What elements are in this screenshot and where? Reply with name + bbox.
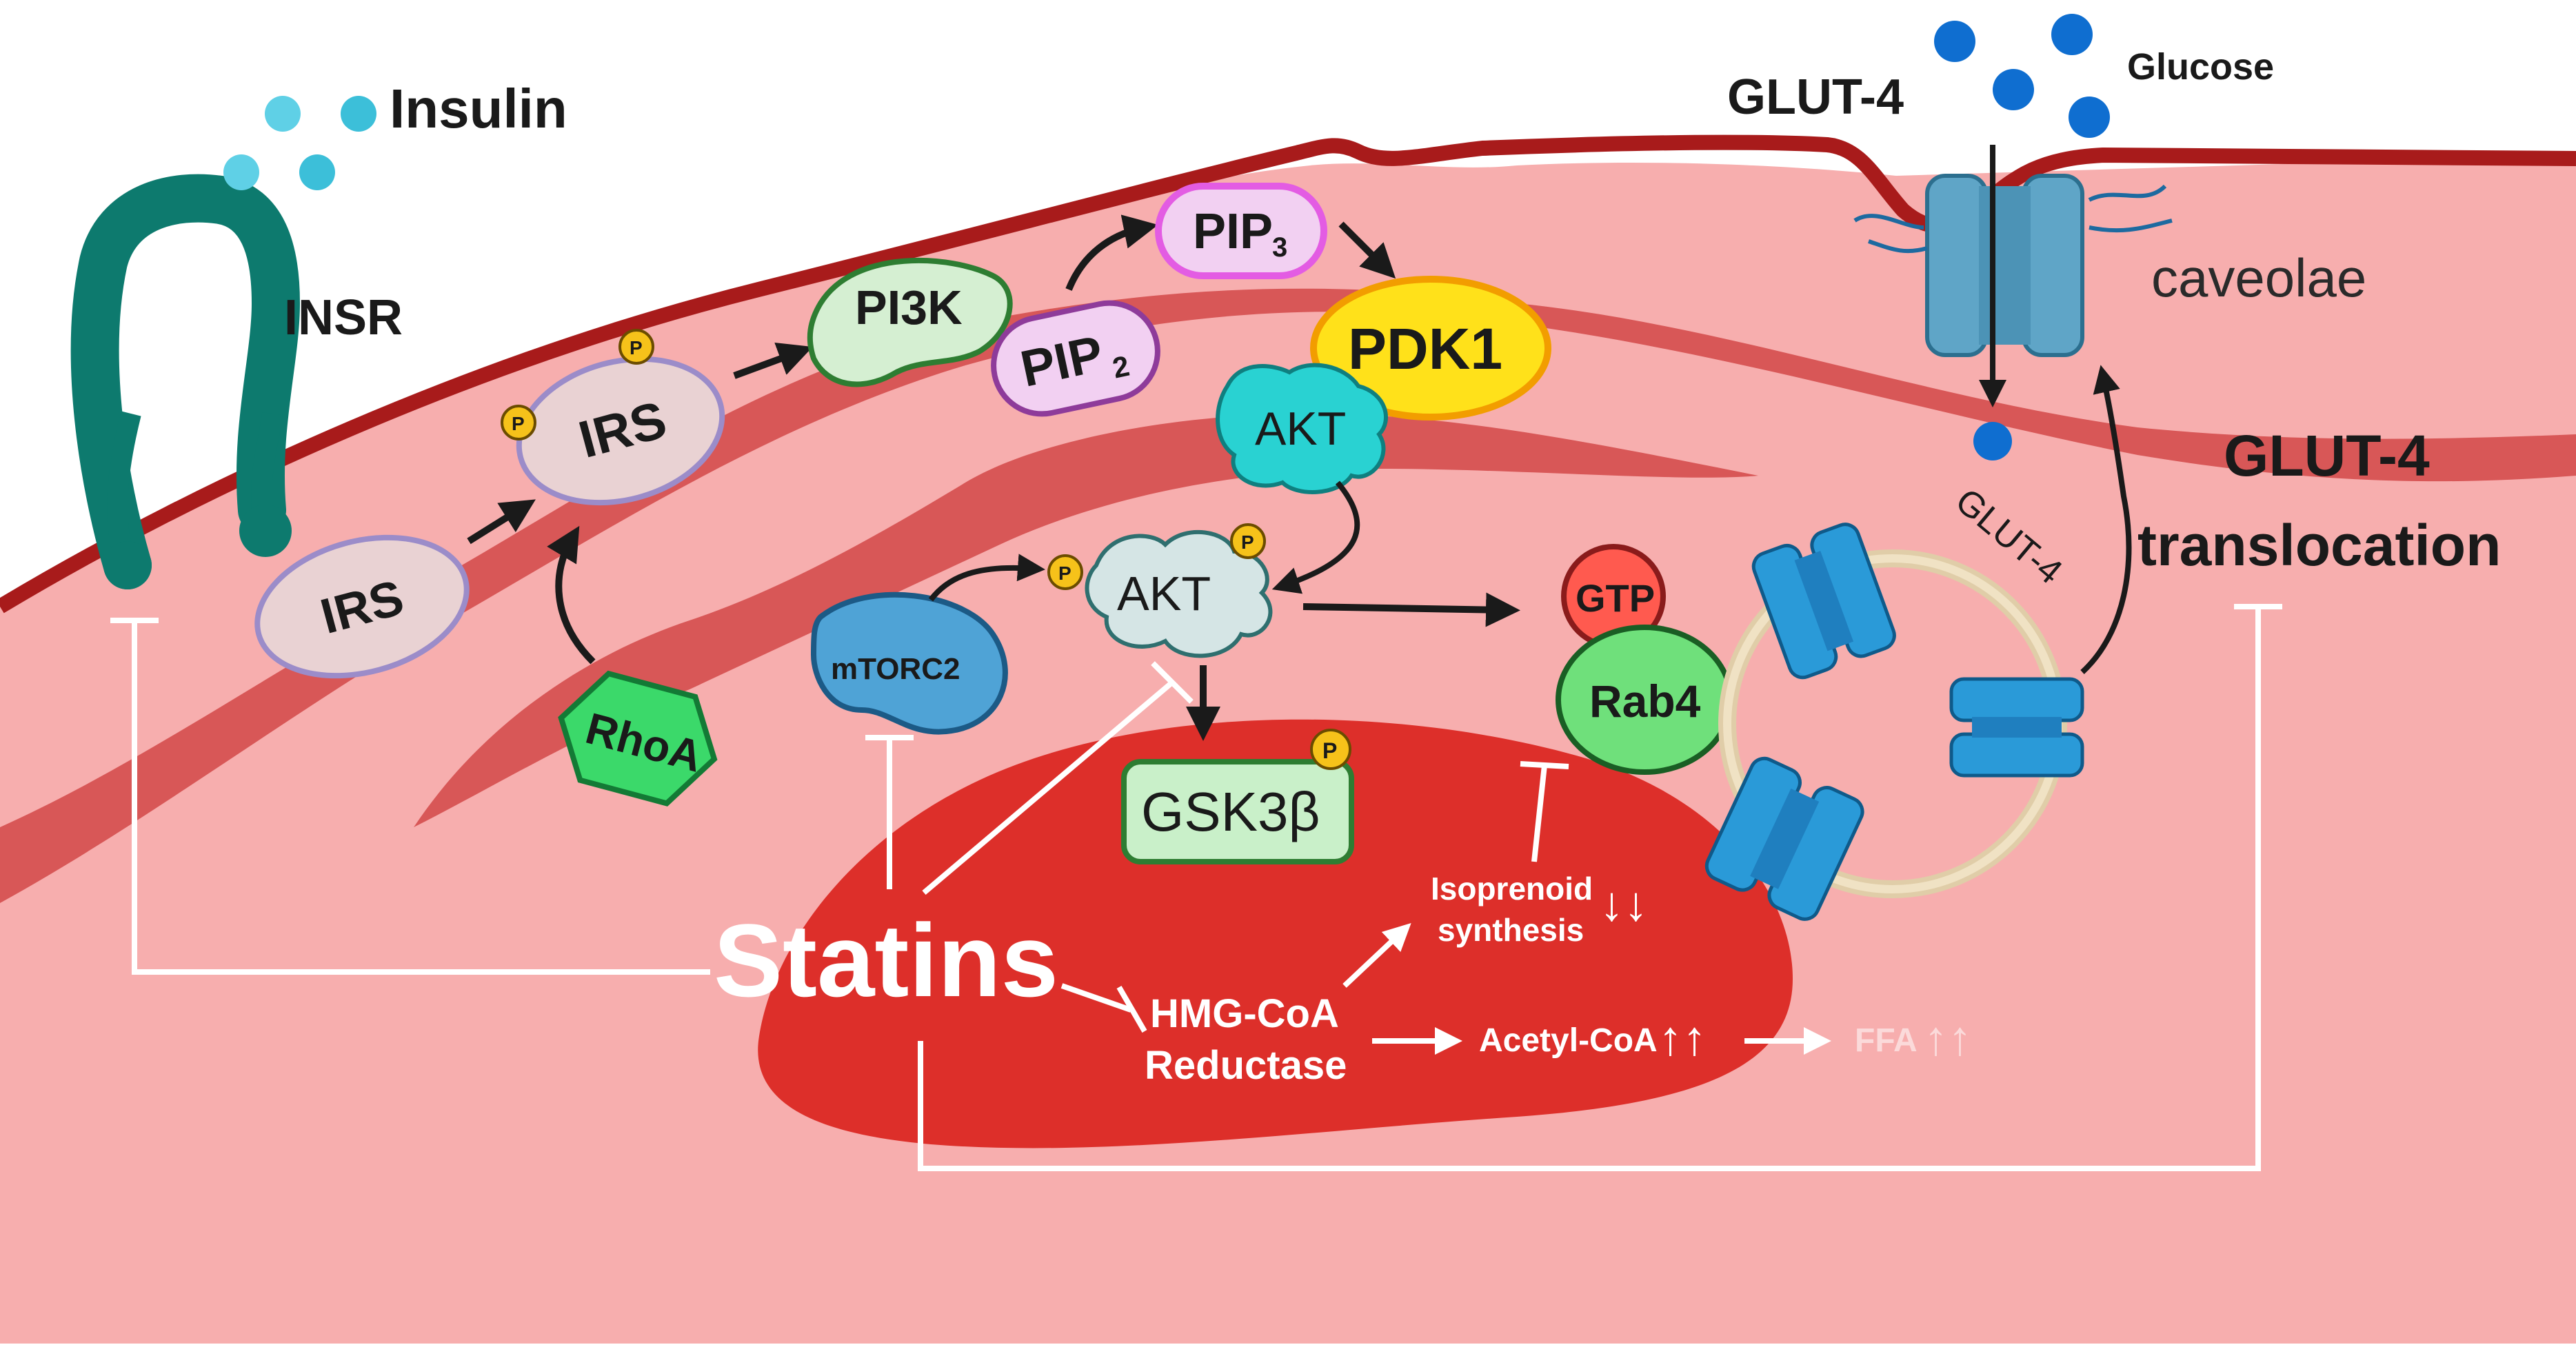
mtorc2: mTORC2 xyxy=(810,591,1008,735)
pi3k: PI3K xyxy=(807,257,1013,387)
svg-text:3: 3 xyxy=(1272,232,1287,263)
glut4-membrane-transporter xyxy=(1853,174,2173,357)
rab4: Rab4 xyxy=(1556,625,1733,775)
acetylcoa-label: Acetyl-CoA xyxy=(1479,1022,1658,1059)
ffa-label: FFA xyxy=(1855,1022,1918,1059)
glucose-label: Glucose xyxy=(2127,46,2274,88)
glut4-transporter-right xyxy=(1949,677,2084,778)
pip2: PIP 2 xyxy=(991,300,1160,417)
phospho-badge-gsk3b: P xyxy=(1310,729,1351,770)
arrow-mtorc2-to-akt xyxy=(928,554,1045,602)
statins-label: Statins xyxy=(714,902,1058,1018)
akt-cyan: AKT xyxy=(1216,363,1388,494)
phospho-badge-akt-1: P xyxy=(1047,554,1083,590)
insulin-label: Insulin xyxy=(390,78,567,139)
irs-lower: IRS xyxy=(254,534,470,679)
gtp: GTP xyxy=(1561,544,1666,649)
phospho-badge-irs-2: P xyxy=(618,329,654,365)
isoprenoid-line1: Isoprenoid xyxy=(1431,871,1593,907)
svg-text:P: P xyxy=(512,413,525,434)
isoprenoid-line2: synthesis xyxy=(1438,912,1584,948)
svg-text:P: P xyxy=(1322,738,1337,763)
isoprenoid-down-arrows: ↓↓ xyxy=(1600,877,1648,931)
membrane-fold xyxy=(414,414,1758,827)
glut4-translocation-line2: translocation xyxy=(2137,513,2501,578)
rhoa: RhoA xyxy=(558,670,718,807)
akt-grey-label: AKT xyxy=(1117,567,1211,620)
statins-inhibition-lines xyxy=(110,604,2282,1171)
svg-text:P: P xyxy=(1058,563,1071,584)
caveolae-label: caveolae xyxy=(2151,247,2366,308)
arrow-pdk1-to-akt xyxy=(1271,480,1360,594)
svg-text:P: P xyxy=(1241,531,1254,553)
pi3k-label: PI3K xyxy=(855,281,963,334)
gsk3b-label: GSK3β xyxy=(1141,781,1320,842)
ffa-up-arrows: ↑↑ xyxy=(1924,1011,1972,1065)
phospho-badge-akt-2: P xyxy=(1230,523,1266,559)
irs-upper: IRS xyxy=(516,356,725,506)
hmgcoa-line2: Reductase xyxy=(1145,1043,1347,1088)
gtp-label: GTP xyxy=(1576,576,1655,620)
arrow-irs-to-pi3k xyxy=(733,342,813,379)
insr-label: INSR xyxy=(284,290,403,345)
pdk1: PDK1 xyxy=(1310,276,1551,421)
arrow-irs-to-irs xyxy=(467,499,536,545)
phospho-badge-irs-1: P xyxy=(501,405,536,440)
hmgcoa-line1: HMG-CoA xyxy=(1150,991,1339,1036)
insr-receptor xyxy=(70,174,301,589)
pdk1-label: PDK1 xyxy=(1348,316,1502,381)
glut4-transporter-top xyxy=(1751,523,1896,680)
svg-text:PIP: PIP xyxy=(1193,204,1273,259)
akt-grey: AKT xyxy=(1085,529,1273,658)
mtorc2-label: mTORC2 xyxy=(831,652,960,686)
acetylcoa-up-arrows: ↑↑ xyxy=(1658,1011,1707,1065)
arrow-hmgcoa-to-isoprenoid xyxy=(1342,923,1411,988)
gsk3b: GSK3β xyxy=(1121,759,1354,864)
glut4-top-label: GLUT-4 xyxy=(1727,70,1904,125)
glut4-translocation-line1: GLUT-4 xyxy=(2224,423,2430,488)
pip3: PIP 3 xyxy=(1155,183,1327,279)
svg-text:P: P xyxy=(630,337,643,358)
cell-membrane xyxy=(0,134,2576,614)
arrow-rhoa-to-irs xyxy=(547,525,596,665)
arrow-glut4-translocation xyxy=(2080,365,2132,674)
akt-cyan-label: AKT xyxy=(1255,403,1346,455)
insulin-molecules xyxy=(223,96,376,190)
glucose-molecules xyxy=(1934,14,2110,460)
glut4-transporter-bottom xyxy=(1704,756,1864,921)
nucleus xyxy=(758,719,1793,1148)
arrow-akt-to-rab4 xyxy=(1302,592,1520,627)
arrow-pip2-to-pip3 xyxy=(1065,214,1158,291)
arrow-pip3-to-pdk1 xyxy=(1338,221,1396,279)
rab4-label: Rab4 xyxy=(1589,676,1701,727)
